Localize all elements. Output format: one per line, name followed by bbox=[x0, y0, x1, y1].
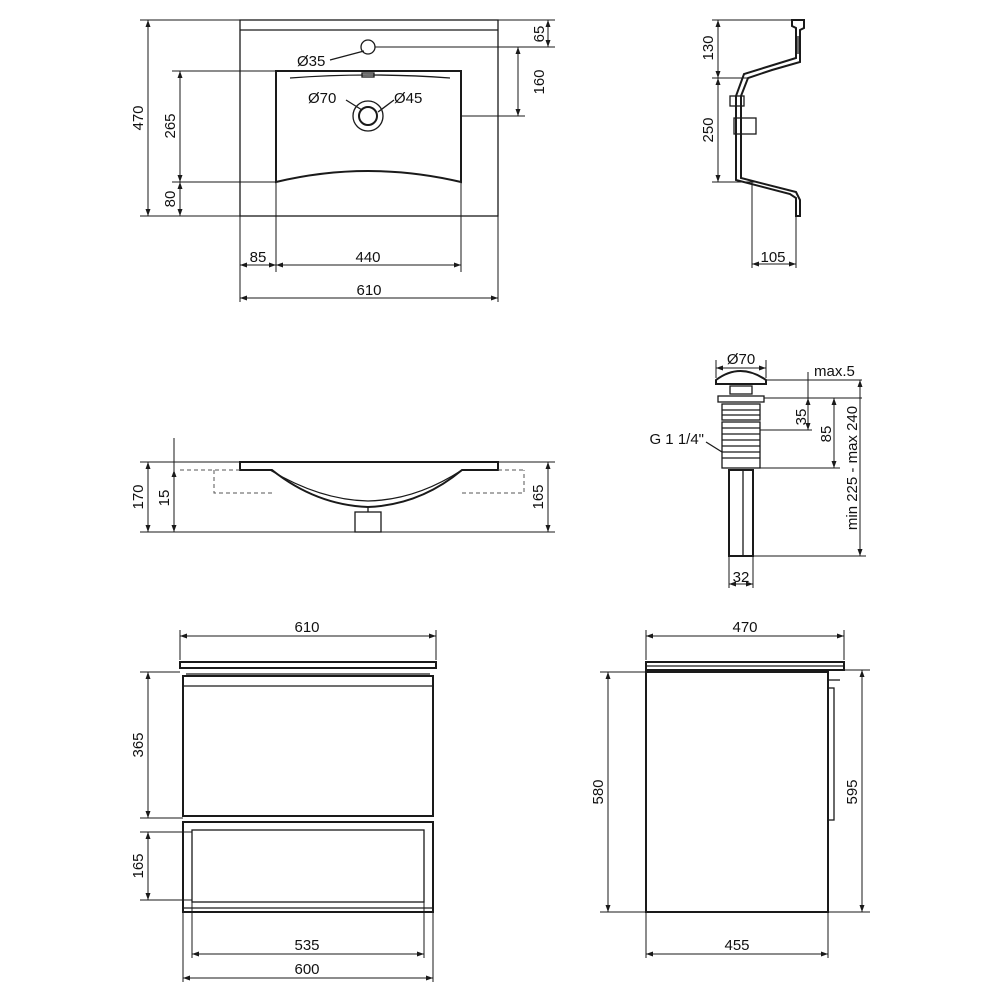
hidden-lines bbox=[213, 470, 525, 494]
dim-drawer-height: 365 bbox=[130, 732, 147, 757]
dim-pipe-diameter: 32 bbox=[733, 569, 750, 586]
drain-section bbox=[733, 117, 757, 135]
drain-leader-70 bbox=[345, 99, 363, 111]
cabinet-side: 470 580 595 455 bbox=[590, 619, 870, 958]
dim-top-depth: 470 bbox=[732, 619, 757, 636]
bowl-outline bbox=[275, 70, 462, 184]
dim-rim-thickness: 15 bbox=[156, 490, 173, 507]
side-section: 130 250 105 bbox=[700, 19, 805, 268]
drain-valve: Ø70 max.5 35 85 min 225 - max 240 G 1 1/… bbox=[649, 351, 866, 588]
dim-total-height-side: 595 bbox=[844, 779, 861, 804]
dim-shelf-height: 165 bbox=[130, 853, 147, 878]
dim-bowl-offset: 160 bbox=[531, 69, 548, 94]
dim-offset-left: 85 bbox=[250, 249, 267, 266]
dim-top-width: 610 bbox=[294, 619, 319, 636]
drain-spring bbox=[729, 385, 753, 395]
drain-cap bbox=[715, 370, 767, 385]
countertop-front bbox=[179, 661, 437, 669]
overflow-slot bbox=[361, 72, 375, 78]
basin-section-profile bbox=[735, 19, 805, 217]
dim-body-height: 580 bbox=[590, 779, 607, 804]
dim-total-height: 170 bbox=[130, 484, 147, 509]
dim-bowl-height: 250 bbox=[700, 117, 717, 142]
dim-bowl-width: 440 bbox=[355, 249, 380, 266]
drain-leader-45 bbox=[377, 99, 395, 113]
tap-leader bbox=[329, 50, 365, 61]
bowl-overflow-edge bbox=[289, 74, 451, 79]
drain-flange bbox=[717, 395, 765, 403]
dim-bowl-depth: 265 bbox=[162, 113, 179, 138]
label-tap-hole: Ø35 bbox=[297, 53, 325, 70]
thread-lines bbox=[722, 427, 760, 459]
overflow-section bbox=[729, 95, 745, 107]
dim-tap-offset: 65 bbox=[531, 26, 548, 43]
thread-leader bbox=[705, 441, 723, 453]
drain-pipe bbox=[728, 469, 754, 557]
dim-cap-diameter: Ø70 bbox=[727, 351, 755, 368]
dim-bowl-height-front: 165 bbox=[530, 484, 547, 509]
drain-inner-circle bbox=[358, 106, 378, 126]
dim-inner-width: 535 bbox=[294, 937, 319, 954]
dim-body-width: 600 bbox=[294, 961, 319, 978]
drain-tail bbox=[354, 511, 382, 533]
basin-top-outline bbox=[239, 19, 499, 217]
label-thread: G 1 1/4" bbox=[649, 431, 704, 448]
dim-overall-depth: 470 bbox=[130, 105, 147, 130]
top-view: 470 265 80 65 160 Ø35 Ø70 Ø45 85 440 610 bbox=[130, 19, 555, 302]
dim-upper-height: 85 bbox=[818, 426, 835, 443]
dim-rim-height: 130 bbox=[700, 35, 717, 60]
drain-body bbox=[721, 403, 761, 421]
dim-drain-range: min 225 - max 240 bbox=[844, 406, 861, 530]
drain-thread bbox=[721, 421, 761, 469]
drawer-handle-side bbox=[827, 687, 835, 821]
drain-outer-circle bbox=[352, 100, 384, 132]
open-shelf-inner bbox=[191, 829, 425, 903]
dim-body-depth: 455 bbox=[724, 937, 749, 954]
drawer-front bbox=[182, 675, 434, 817]
front-section: 170 15 165 bbox=[130, 438, 555, 533]
dim-body-height: 35 bbox=[793, 409, 810, 426]
dim-outlet-depth: 105 bbox=[760, 249, 785, 266]
cabinet-front: 610 365 165 535 600 bbox=[130, 619, 437, 982]
dim-cap-clearance: max.5 bbox=[814, 363, 855, 380]
dim-overall-width: 610 bbox=[356, 282, 381, 299]
label-drain-outer: Ø70 bbox=[308, 90, 336, 107]
label-drain-inner: Ø45 bbox=[394, 90, 422, 107]
cabinet-side-body bbox=[645, 671, 829, 913]
basin-front-profile bbox=[239, 461, 499, 509]
open-shelf-frame bbox=[182, 821, 434, 913]
dim-front-margin: 80 bbox=[162, 191, 179, 208]
